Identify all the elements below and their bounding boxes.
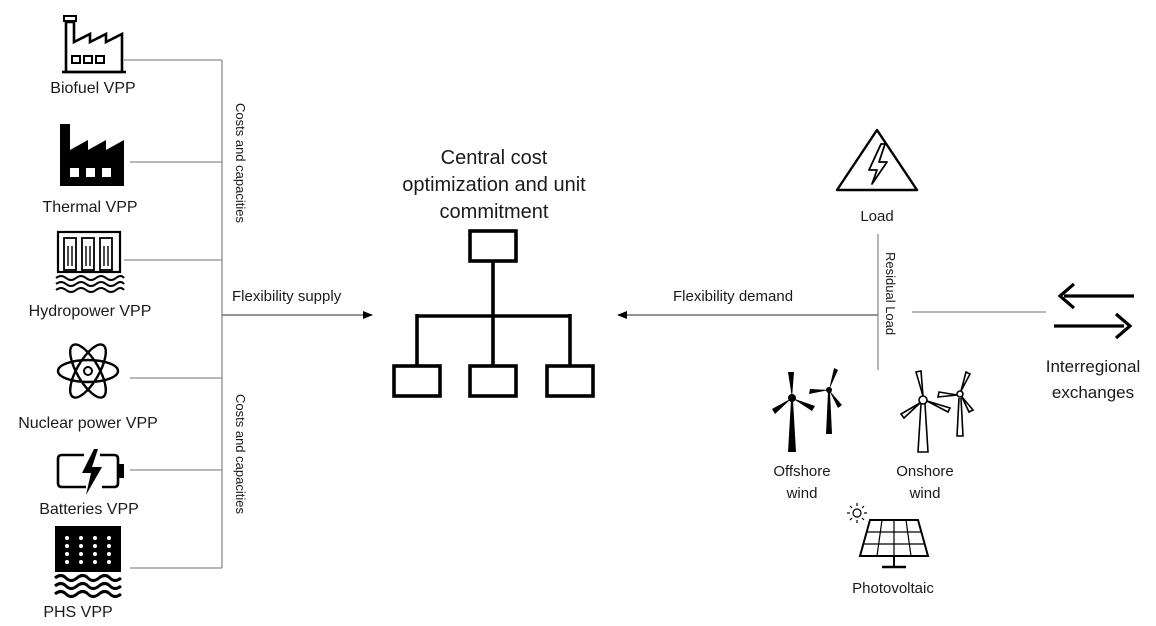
left-connector-bracket <box>124 59 223 569</box>
bracket-label-top: Costs and capacities <box>233 103 248 223</box>
battery-icon <box>56 449 124 495</box>
flexibility-demand-label: Flexibility demand <box>673 288 793 305</box>
high-voltage-warning-icon <box>835 128 919 192</box>
central-title-line-2: optimization and unit <box>402 174 586 196</box>
source-label-nuclear: Nuclear power VPP <box>18 415 158 432</box>
source-label-hydropower: Hydropower VPP <box>29 303 152 320</box>
central-title-line-3: commitment <box>440 201 549 223</box>
source-label-batteries: Batteries VPP <box>39 501 139 518</box>
source-label-phs: PHS VPP <box>43 604 112 621</box>
solar-panel-icon <box>847 503 930 569</box>
residual-load-label: Residual Load <box>883 252 898 335</box>
photovoltaic-label: Photovoltaic <box>852 580 934 597</box>
bracket-label-bottom: Costs and capacities <box>233 394 248 514</box>
factory-solid-icon <box>60 124 124 186</box>
atom-icon <box>56 343 120 399</box>
dam-outline-icon <box>55 230 125 293</box>
load-label: Load <box>860 208 893 225</box>
interregional-label-line-2: exchanges <box>1052 383 1134 402</box>
source-label-thermal: Thermal VPP <box>42 199 137 216</box>
central-title: Central cost optimization and unit commi… <box>402 147 586 223</box>
onshore-wind-label-line-2: wind <box>909 485 941 502</box>
factory-outline-icon <box>62 15 126 74</box>
onshore-wind-label-line-1: Onshore <box>896 463 954 480</box>
offshore-wind-label-line-1: Offshore <box>773 463 830 480</box>
bidirectional-arrows-icon <box>1054 282 1134 340</box>
dam-solid-icon <box>54 526 122 598</box>
source-label-biofuel: Biofuel VPP <box>50 80 135 97</box>
offshore-wind-label-line-2: wind <box>786 485 818 502</box>
central-title-line-1: Central cost <box>441 147 548 169</box>
wind-turbine-icon <box>772 368 842 452</box>
org-chart-icon <box>392 229 595 398</box>
wind-turbine-icon <box>899 370 975 453</box>
interregional-label-line-1: Interregional <box>1046 357 1141 376</box>
flexibility-supply-label: Flexibility supply <box>232 288 342 305</box>
